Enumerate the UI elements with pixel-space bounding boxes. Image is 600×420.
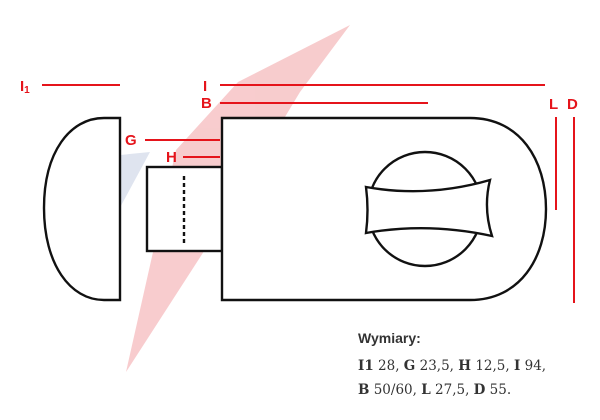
spec-key: H: [458, 358, 472, 374]
label-h: H: [166, 149, 177, 166]
spec-key: B: [358, 382, 370, 398]
spec-value: 12,5,: [471, 358, 510, 374]
spec-value: 27,5,: [430, 382, 470, 398]
spec-value: 28,: [373, 358, 400, 374]
label-l: L: [549, 96, 558, 113]
spec-key: D: [473, 382, 486, 398]
label-l1: I1: [20, 78, 30, 96]
shaft: [145, 165, 224, 253]
specs-title: Wymiary:: [358, 330, 421, 346]
spec-item: I1 28,: [358, 358, 399, 374]
label-l1-main: I: [20, 78, 24, 95]
spec-key: I: [513, 358, 521, 374]
label-d: D: [567, 96, 578, 113]
label-i: I: [203, 78, 207, 95]
thumb-turn-handle: [364, 178, 494, 238]
watermark-red-swoosh: [126, 25, 350, 372]
spec-key: G: [403, 358, 416, 374]
spec-value: 50/60,: [369, 382, 417, 398]
knob-shape: [42, 116, 122, 302]
spec-item: L 27,5,: [421, 382, 469, 398]
spec-item: D 55.: [474, 382, 511, 398]
label-b: B: [201, 95, 212, 112]
spec-item: G 23,5,: [404, 358, 454, 374]
spec-item: B 50/60,: [358, 382, 417, 398]
spec-value: 23,5,: [415, 358, 454, 374]
specs-text: I1 28, G 23,5, H 12,5, I 94, B 50/60, L …: [358, 354, 594, 402]
label-g: G: [125, 132, 137, 149]
dimensions-spec-block: Wymiary: I1 28, G 23,5, H 12,5, I 94, B …: [358, 326, 594, 402]
spec-value: 55.: [485, 382, 512, 398]
label-l1-subscript: 1: [24, 85, 30, 96]
spec-key: I1: [358, 358, 374, 374]
spec-key: L: [421, 382, 431, 398]
spec-item: I 94,: [514, 358, 546, 374]
spec-item: H 12,5,: [458, 358, 509, 374]
spec-value: 94,: [520, 358, 547, 374]
